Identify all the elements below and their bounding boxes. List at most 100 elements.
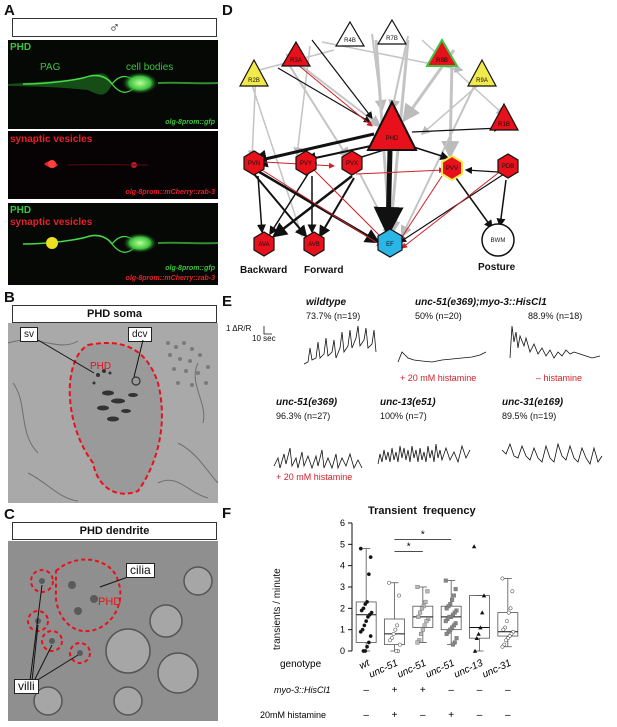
- histamine-cell: –: [420, 710, 426, 721]
- transgene-cell: –: [363, 685, 369, 696]
- node-label-r4b: R4B: [344, 38, 356, 44]
- merge-sv-label: synaptic vesicles: [10, 217, 93, 228]
- panel-letter-d: D: [222, 2, 233, 19]
- soma-pointer-lines: [37, 339, 144, 378]
- phd-label: PHD: [10, 42, 32, 53]
- node-r9a: [466, 58, 498, 87]
- trace-percent-unc13: 100% (n=7): [380, 411, 427, 421]
- row-label-transgene: myo-3::HisCl1: [274, 685, 331, 695]
- data-point: [368, 555, 373, 560]
- connectome-network: R3A R4B R7B R8B R2B R9A PHD R1B PVN PVY …: [238, 18, 520, 258]
- scale-bar: [263, 326, 272, 335]
- node-label-r9a: R9A: [476, 78, 488, 84]
- y-tick-label: 2: [340, 603, 345, 613]
- trace-unc51: [273, 447, 363, 470]
- data-point: [474, 636, 479, 640]
- data-point: [500, 576, 505, 581]
- data-point: [453, 587, 458, 592]
- data-point: [476, 631, 481, 636]
- data-point: [358, 629, 363, 634]
- mcherry-caption: olg-8prom::mCherry::rab-3: [125, 189, 215, 196]
- data-point: [510, 589, 515, 594]
- panel-c-title: PHD dendrite: [12, 522, 217, 540]
- trace-unc51-his: [397, 351, 487, 363]
- data-point: [393, 627, 398, 632]
- data-point: [358, 546, 363, 551]
- chart-title: Transient frequency: [368, 505, 476, 517]
- panel-letter-e: E: [222, 293, 233, 310]
- data-point: [391, 631, 396, 636]
- trace-genotype-unc13: unc-13(e51): [380, 397, 436, 408]
- node-pvn: [243, 150, 265, 176]
- data-point: [501, 627, 506, 632]
- node-label-pvx: PVX: [346, 161, 358, 167]
- panel-letter-a: A: [4, 2, 15, 19]
- data-point: [504, 638, 508, 643]
- node-label-r3a: R3A: [290, 58, 302, 64]
- data-point: [500, 644, 505, 649]
- data-point: [450, 597, 455, 602]
- node-r7b: [376, 18, 408, 45]
- histamine-cell: –: [505, 710, 511, 721]
- node-pvx: [341, 150, 363, 176]
- data-point: [363, 602, 368, 607]
- panel-letter-f: F: [222, 505, 232, 522]
- node-pdb: [497, 153, 519, 179]
- node-label-pvn: PVN: [248, 161, 260, 167]
- boxplot-points: [358, 544, 516, 653]
- node-avb: [303, 231, 325, 257]
- data-point: [424, 619, 429, 624]
- trace-genotype-wt: wildtype: [306, 297, 347, 308]
- category-label: unc-51: [424, 658, 456, 681]
- mcherry-drawing: [8, 131, 218, 199]
- boxplot-boxes: [355, 548, 519, 652]
- transgene-cell: +: [420, 685, 426, 696]
- trace-condition-unc51-his: + 20 mM histamine: [400, 373, 477, 383]
- data-point: [368, 634, 373, 639]
- data-point: [397, 642, 402, 647]
- node-label-pdb: PDB: [502, 164, 514, 170]
- data-point: [366, 572, 371, 577]
- data-point: [364, 619, 369, 624]
- panel-letter-b: B: [4, 289, 15, 306]
- data-point: [419, 606, 424, 611]
- data-point: [416, 614, 421, 619]
- panel-a-title: ♂: [12, 18, 217, 37]
- y-tick-label: 4: [340, 561, 345, 571]
- node-label-avb: AVB: [308, 242, 320, 248]
- data-point: [415, 640, 420, 645]
- data-point: [362, 623, 367, 628]
- data-point: [454, 636, 459, 641]
- panel-b-title: PHD soma: [12, 305, 217, 323]
- data-point: [419, 631, 424, 636]
- cell-bodies-label: cell bodies: [126, 62, 174, 73]
- node-label-r2b: R2B: [248, 78, 260, 84]
- data-point: [397, 593, 401, 598]
- data-point: [415, 584, 420, 589]
- data-point: [394, 649, 399, 653]
- data-point: [388, 638, 392, 643]
- node-ef: [377, 228, 403, 258]
- histamine-cell: –: [477, 710, 483, 721]
- soma-phd-label: PHD: [90, 361, 112, 372]
- node-label-r7b: R7B: [386, 36, 398, 42]
- node-r4b: [334, 20, 366, 47]
- box-iqr: [469, 595, 490, 639]
- data-point: [366, 614, 370, 619]
- data-point: [450, 642, 455, 647]
- row-label-genotype: genotype: [280, 659, 322, 670]
- node-label-r1b: R1B: [498, 122, 510, 128]
- y-tick-label: 0: [340, 646, 345, 656]
- node-label-ef: EF: [386, 242, 394, 248]
- phd-dendrite-em-image: cilia villi PHD: [8, 541, 218, 721]
- y-tick-label: 6: [340, 518, 345, 528]
- phd-soma-em-drawing: [8, 323, 218, 503]
- node-label-ava: AVA: [258, 242, 269, 248]
- phd-gfp-image: PHD PAG cell bodies olg-8prom::gfp: [8, 40, 218, 129]
- data-point: [361, 649, 366, 653]
- node-ava: [253, 231, 275, 257]
- pag-label: PAG: [40, 62, 61, 73]
- histamine-cell: –: [363, 710, 369, 721]
